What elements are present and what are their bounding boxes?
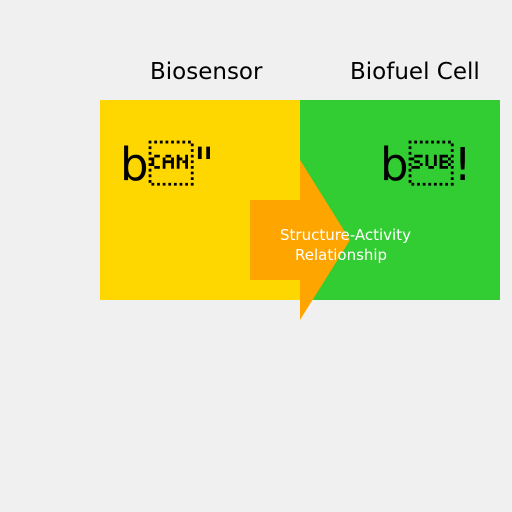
arrow-label-line1: Structure-Activity xyxy=(280,226,411,244)
biofuel-cell-panel xyxy=(300,100,500,300)
biosensor-glyph: b" xyxy=(120,138,215,191)
arrow-label-line2: Relationship xyxy=(295,246,388,264)
biofuel-cell-glyph: b! xyxy=(380,138,472,191)
biofuel-cell-title: Biofuel Cell xyxy=(350,59,480,85)
structure-activity-arrow xyxy=(250,160,350,320)
biosensor-title: Biosensor xyxy=(150,59,263,85)
